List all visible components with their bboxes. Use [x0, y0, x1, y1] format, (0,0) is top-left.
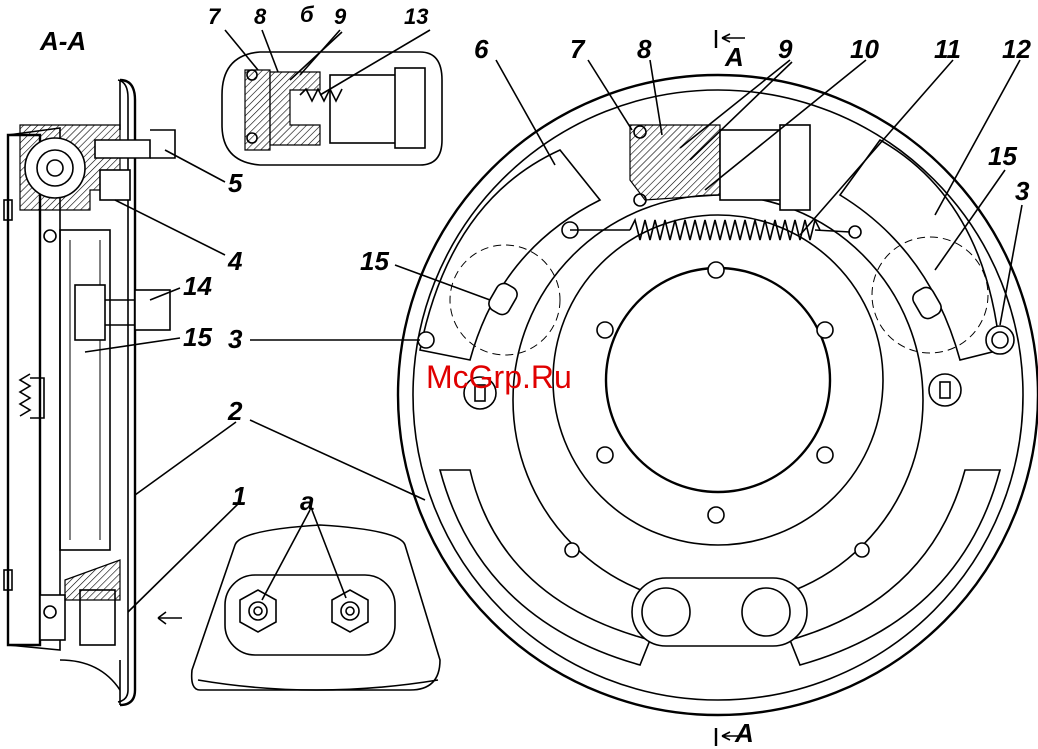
callout-12: 12	[1002, 34, 1031, 64]
detail-a-view	[192, 525, 440, 690]
detail-label: б	[300, 2, 315, 27]
callout-6: 6	[474, 34, 489, 64]
section-marker-top: А	[724, 42, 744, 72]
detail-a-label: а	[300, 486, 314, 516]
callout-1: 1	[232, 481, 246, 511]
section-a-a-view	[4, 80, 175, 705]
callout-15-right: 15	[988, 141, 1017, 171]
callout-3-right: 3	[1015, 176, 1030, 206]
detail-b-inset	[222, 52, 442, 165]
section-title: А-А	[39, 26, 86, 56]
callout-2: 2	[227, 396, 243, 426]
callout-5: 5	[228, 168, 243, 198]
callout-3-left: 3	[228, 324, 243, 354]
callout-13: 13	[404, 4, 428, 29]
callout-7-inset: 7	[208, 4, 222, 29]
callout-9: 9	[778, 34, 793, 64]
callout-9-inset: 9	[334, 4, 347, 29]
callout-10: 10	[850, 34, 879, 64]
watermark: McGrp.Ru	[426, 359, 572, 395]
callout-15-left: 15	[360, 246, 389, 276]
callout-4: 4	[227, 246, 243, 276]
callout-11: 11	[934, 34, 961, 64]
callout-8: 8	[637, 34, 652, 64]
callout-14: 14	[183, 271, 212, 301]
callout-8-inset: 8	[254, 4, 267, 29]
callout-15-section: 15	[183, 322, 212, 352]
section-marker-bottom: А	[734, 718, 754, 748]
callout-7: 7	[570, 34, 586, 64]
